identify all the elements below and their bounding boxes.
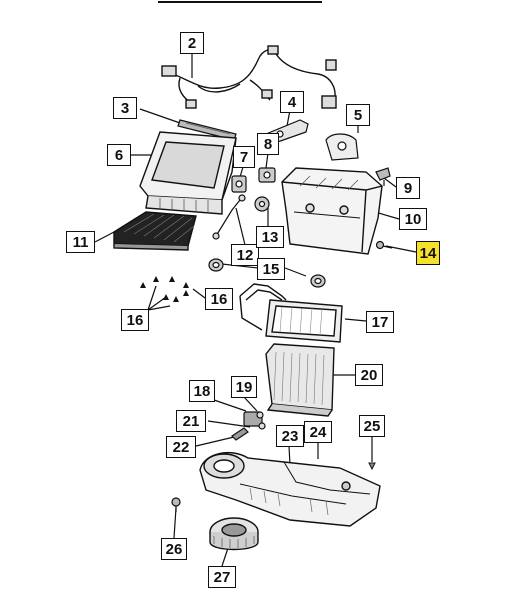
blower-motor-illustration [209,517,259,551]
callout-9-label: 9 [403,179,413,197]
callout-15[interactable]: 15 [257,258,285,280]
callout-22-label: 22 [172,438,190,456]
callout-10[interactable]: 10 [399,208,427,230]
callout-6-label: 6 [114,146,124,164]
screw-26-illustration [171,497,181,512]
callout-21[interactable]: 21 [176,410,206,432]
callout-26-label: 26 [165,540,183,558]
grommet-illustration [208,258,326,288]
callout-7[interactable]: 7 [233,146,255,168]
callout-19[interactable]: 19 [231,376,257,398]
callout-15-label: 15 [262,260,280,278]
heater-core-illustration [265,343,335,417]
callout-21-label: 21 [182,412,200,430]
callout-19-label: 19 [235,378,253,396]
callout-10-label: 10 [404,210,422,228]
callout-2[interactable]: 2 [180,32,204,54]
callout-11-label: 11 [72,233,89,251]
callout-22[interactable]: 22 [166,436,196,458]
callout-8[interactable]: 8 [257,133,279,155]
link-arm-illustration [212,194,246,240]
callout-24-label: 24 [309,423,327,441]
hvac-upper-housing-illustration [139,131,237,215]
callout-14[interactable]: 14 [416,241,440,265]
connector-illustration [231,427,249,441]
screw-illustration [375,240,393,250]
callout-27-label: 27 [213,568,231,586]
blend-actuator-illustration [258,167,276,183]
callout-4-label: 4 [287,93,297,111]
callout-16-left[interactable]: 16 [121,309,149,331]
callout-16-left-label: 16 [126,311,144,329]
callout-17-label: 17 [371,313,389,331]
blower-housing-illustration [199,451,381,527]
callout-24[interactable]: 24 [304,421,332,443]
callout-16-right[interactable]: 16 [205,288,233,310]
callout-18-label: 18 [193,382,211,400]
blower-resistor-illustration [243,411,266,430]
callout-18[interactable]: 18 [189,380,215,402]
callout-23-label: 23 [281,427,299,445]
callout-9[interactable]: 9 [396,177,420,199]
callout-5-label: 5 [353,106,363,124]
clip-illustration [140,276,189,302]
callout-11[interactable]: 11 [66,231,95,253]
callout-7-label: 7 [239,148,249,166]
callout-25-label: 25 [363,417,381,435]
callout-12-label: 12 [236,246,254,264]
housing-assembly-illustration [281,167,383,255]
callout-8-label: 8 [263,135,273,153]
callout-26[interactable]: 26 [161,538,187,560]
callout-25[interactable]: 25 [359,415,385,437]
callout-6[interactable]: 6 [107,144,131,166]
callout-17[interactable]: 17 [366,311,394,333]
callout-13-label: 13 [261,228,279,246]
cabin-air-filter-illustration [113,211,197,251]
callout-3-label: 3 [120,99,130,117]
callout-20[interactable]: 20 [355,364,383,386]
leader-lines [94,52,417,567]
callout-4[interactable]: 4 [280,91,304,113]
sensor-illustration [375,167,391,186]
callout-12[interactable]: 12 [231,244,259,266]
callout-23[interactable]: 23 [276,425,304,447]
wiring-harness-illustration [161,45,337,109]
actuator-gear-illustration [254,196,270,212]
callout-20-label: 20 [360,366,378,384]
callout-3[interactable]: 3 [113,97,137,119]
mode-actuator-illustration [231,175,247,193]
callout-14-label: 14 [419,244,437,262]
cover-plate-illustration [325,133,359,161]
callout-13[interactable]: 13 [256,226,284,248]
fastener-illustration [368,462,376,471]
callout-5[interactable]: 5 [346,104,370,126]
callout-16-right-label: 16 [210,290,228,308]
evaporator-core-illustration [239,283,343,343]
callout-27[interactable]: 27 [208,566,236,588]
callout-2-label: 2 [187,34,197,52]
